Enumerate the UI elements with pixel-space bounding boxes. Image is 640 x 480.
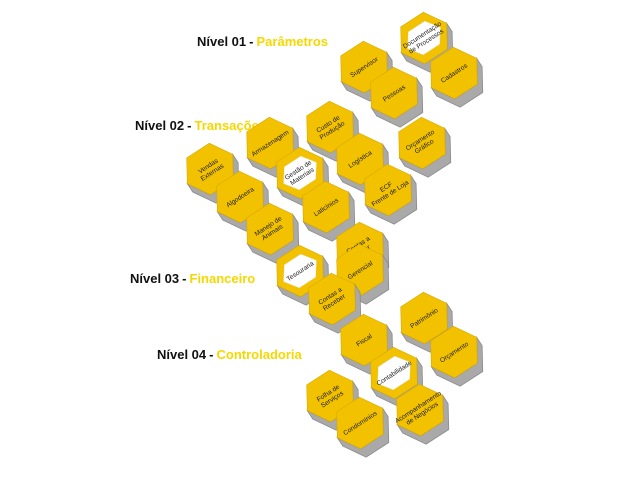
module-hex: Acompanhamentode Negócios: [394, 383, 450, 445]
module-hex: Laticínios: [302, 180, 356, 242]
module-hex-face: [430, 325, 478, 379]
module-hex: Manejo deAnimais: [246, 202, 300, 264]
level-01-title: Nível 01-Parâmetros: [197, 34, 329, 49]
module-hex-face: [336, 396, 384, 450]
module-hex: Pessoas: [370, 66, 424, 128]
level-04-prefix: Nível 04: [157, 347, 207, 362]
module-hex-face: [336, 132, 384, 186]
level-01-name: Parâmetros: [256, 34, 329, 49]
module-hex-face: [308, 272, 356, 326]
level-01-prefix: Nível 01: [197, 34, 247, 49]
module-hex-face: [400, 291, 448, 345]
level-03-name: Financeiro: [189, 271, 256, 286]
module-hex-face: [216, 170, 264, 224]
module-hex: Contabilidade: [370, 346, 424, 408]
level-02-name: Transações: [194, 118, 267, 133]
module-hex-face: [396, 383, 444, 437]
module-hex-face: [398, 116, 446, 170]
module-hex: Cadastros: [430, 46, 484, 108]
module-hex-face: [340, 313, 388, 367]
module-hex-face: [246, 202, 294, 256]
module-hex-face: [430, 46, 478, 100]
module-hex-face: [306, 100, 354, 154]
level-04-title: Nível 04-Controladoria: [157, 347, 302, 362]
level-02-title: Nível 02-Transações: [135, 118, 267, 133]
module-hex-highlight: [283, 155, 317, 191]
module-hex: Orçamento: [430, 325, 484, 387]
module-hex-highlight: [283, 253, 317, 289]
module-hex: Contas aReceber: [308, 272, 362, 334]
module-hex-highlight: [407, 20, 441, 56]
module-hex: Condomínios: [336, 396, 390, 458]
module-hex: ECFFrente de Loja: [364, 163, 418, 225]
module-hex-face: [302, 180, 350, 234]
module-hex-face: [370, 66, 418, 120]
module-hex: OrçamentoGráfico: [398, 116, 452, 178]
module-hex-face: [186, 142, 234, 196]
level-03-title: Nível 03-Financeiro: [130, 271, 256, 286]
level-02-prefix: Nível 02: [135, 118, 185, 133]
level-03-prefix: Nível 03: [130, 271, 180, 286]
module-hex-highlight: [377, 355, 411, 391]
module-hex-face: [364, 163, 412, 217]
level-04-name: Controladoria: [216, 347, 302, 362]
module-hex-face: [246, 116, 294, 170]
